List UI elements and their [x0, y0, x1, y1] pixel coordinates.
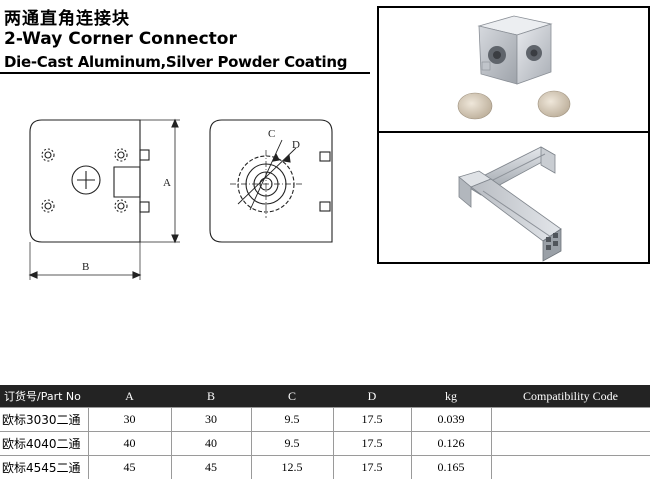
cell-part-no: 欧标4545二通 — [0, 455, 89, 479]
header-d: D — [333, 385, 411, 408]
side-view — [209, 119, 333, 243]
drawing-svg: A B C D — [28, 118, 333, 280]
cell-compatibility — [490, 455, 650, 479]
dimension-c-label: C — [268, 128, 275, 140]
header-kg: kg — [411, 385, 491, 408]
cell-part-no: 欧标4040二通 — [0, 431, 89, 456]
title-underline — [0, 72, 370, 74]
cell-kg: 0.039 — [410, 407, 492, 432]
cell-a: 40 — [87, 431, 172, 456]
front-view — [28, 118, 180, 280]
cell-b: 45 — [170, 455, 252, 479]
cell-d: 17.5 — [332, 407, 412, 432]
cell-compatibility — [490, 407, 650, 432]
subtitle: Die-Cast Aluminum,Silver Powder Coating — [4, 53, 348, 71]
cell-d: 17.5 — [332, 455, 412, 479]
cell-c: 9.5 — [250, 431, 334, 456]
table-header-row: 订货号/Part No A B C D kg Compatibility Cod… — [0, 385, 650, 408]
cell-kg: 0.165 — [410, 455, 492, 479]
table-row: 欧标4545二通 45 45 12.5 17.5 0.165 — [0, 455, 650, 479]
header-b: B — [171, 385, 251, 408]
header-compatibility-code: Compatibility Code — [491, 385, 650, 408]
header-c: C — [251, 385, 333, 408]
header-part-no: 订货号/Part No — [0, 385, 88, 408]
cell-compatibility — [490, 431, 650, 456]
cell-c: 9.5 — [250, 407, 334, 432]
dimension-a-label: A — [163, 177, 171, 189]
connector-cube-image — [457, 15, 571, 120]
assembly-photo — [379, 133, 648, 262]
cell-kg: 0.126 — [410, 431, 492, 456]
assembled-profiles-image — [458, 146, 562, 262]
table-row: 欧标3030二通 30 30 9.5 17.5 0.039 — [0, 407, 650, 432]
cell-b: 30 — [170, 407, 252, 432]
technical-drawings: A B C D — [0, 100, 370, 300]
cell-a: 45 — [87, 455, 172, 479]
cell-part-no: 欧标3030二通 — [0, 407, 89, 432]
header-a: A — [88, 385, 171, 408]
cell-a: 30 — [87, 407, 172, 432]
cell-b: 40 — [170, 431, 252, 456]
cell-c: 12.5 — [250, 455, 334, 479]
table-row: 欧标4040二通 40 40 9.5 17.5 0.126 — [0, 431, 650, 456]
connector-photo — [379, 8, 648, 131]
dimension-b-label: B — [82, 261, 89, 273]
spec-table: 订货号/Part No A B C D kg Compatibility Cod… — [0, 385, 650, 479]
bolt-holes — [41, 148, 128, 213]
title-en: 2-Way Corner Connector — [4, 29, 237, 49]
photo-divider — [379, 131, 648, 133]
title-cn: 两通直角连接块 — [4, 9, 130, 29]
cell-d: 17.5 — [332, 431, 412, 456]
product-photo-panel — [377, 6, 650, 264]
dimension-d-label: D — [292, 139, 300, 151]
